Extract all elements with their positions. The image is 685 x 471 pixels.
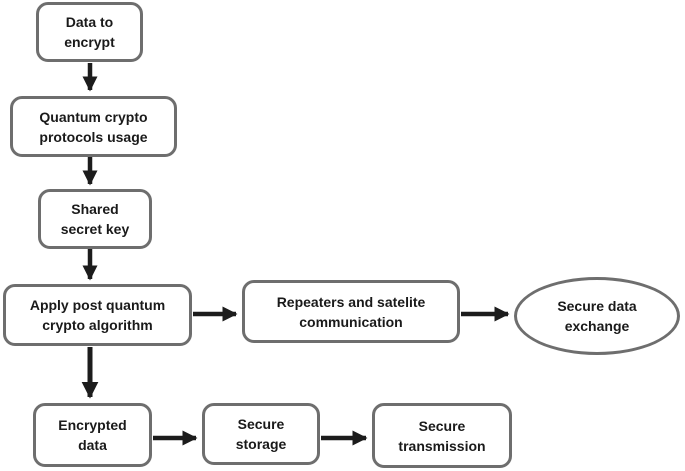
node-secure-transmission: Secure transmission xyxy=(372,403,512,468)
node-apply-post-quantum-crypto-algorithm-label: Apply post quantum crypto algorithm xyxy=(29,297,166,333)
node-secure-storage: Secure storage xyxy=(202,403,320,465)
node-quantum-crypto-protocols-usage: Quantum crypto protocols usage xyxy=(10,96,177,157)
node-secure-data-exchange-label: Secure data exchange xyxy=(557,298,637,334)
node-shared-secret-key-label: Shared secret key xyxy=(60,201,130,237)
node-repeaters-and-satelite-communication-label: Repeaters and satelite communication xyxy=(276,293,426,330)
node-secure-transmission-label: Secure transmission xyxy=(398,417,486,454)
node-quantum-crypto-protocols-usage-label: Quantum crypto protocols usage xyxy=(39,108,148,145)
node-apply-post-quantum-crypto-algorithm: Apply post quantum crypto algorithm xyxy=(3,284,192,346)
node-data-to-encrypt: Data to encrypt xyxy=(36,2,143,62)
node-encrypted-data: Encrypted data xyxy=(33,403,152,467)
node-repeaters-and-satelite-communication: Repeaters and satelite communication xyxy=(242,280,460,343)
node-secure-data-exchange: Secure data exchange xyxy=(514,277,680,355)
node-secure-storage-label: Secure storage xyxy=(235,416,287,452)
node-encrypted-data-label: Encrypted data xyxy=(58,417,127,453)
node-shared-secret-key: Shared secret key xyxy=(38,189,152,249)
node-data-to-encrypt-label: Data to encrypt xyxy=(64,14,115,50)
